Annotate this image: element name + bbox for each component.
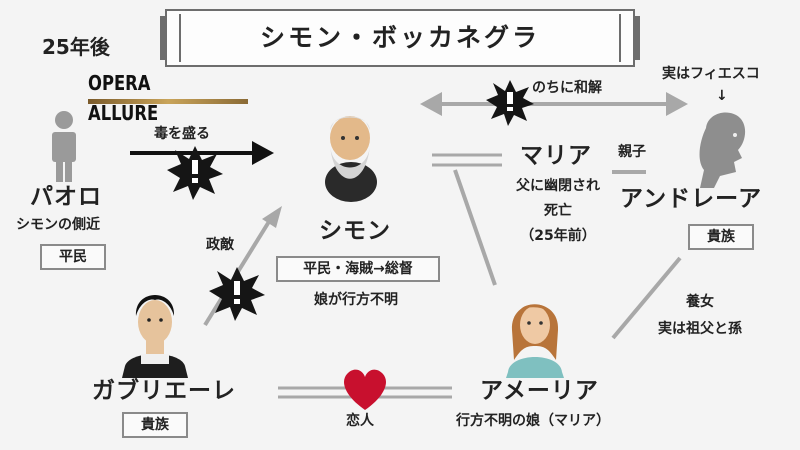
andrea-arrow: ↓ — [716, 88, 728, 104]
title-frame — [160, 9, 640, 67]
conflict-burst-icon — [209, 267, 265, 321]
simon-rank-badge: 平民・海賊→総督 — [276, 256, 440, 282]
lovers-label: 恋人 — [346, 413, 374, 429]
reconcile-arrow-head-right — [666, 92, 688, 116]
maria-amelia-line — [453, 169, 497, 286]
simon-name: シモン — [319, 218, 391, 244]
paolo-role: シモンの側近 — [16, 217, 100, 233]
maria-note-line1: 父に幽閉され — [516, 178, 600, 194]
gabriele-name: ガブリエーレ — [92, 378, 236, 404]
page-title: シモン・ボッカネグラ — [259, 23, 540, 52]
andrea-top-note: 実はフィエスコ — [662, 66, 760, 82]
paolo-rank-badge: 平民 — [40, 244, 106, 270]
adopted-label-line2: 実は祖父と孫 — [658, 321, 742, 337]
paolo-name: パオロ — [30, 184, 102, 210]
maria-note-line2: 死亡 — [544, 203, 572, 219]
amelia-name: アメーリア — [480, 378, 599, 404]
enemy-arrow-head — [262, 206, 282, 228]
amelia-note: 行方不明の娘（マリア） — [456, 413, 610, 429]
gabriele-portrait-icon — [122, 295, 188, 378]
paolo-silhouette-icon — [52, 111, 76, 182]
gabriele-rank-badge: 貴族 — [122, 412, 188, 438]
opera-allure-logo: OPERA ALLURE — [88, 71, 159, 125]
parent-child-label: 親子 — [618, 144, 646, 160]
simon-portrait-icon — [325, 116, 377, 202]
heart-icon — [344, 369, 386, 410]
reconcile-burst-icon — [486, 80, 534, 126]
poison-label: 毒を盛る — [154, 126, 210, 142]
enemy-label: 政敵 — [206, 237, 234, 253]
andrea-amelia-line — [611, 256, 682, 340]
simon-note: 娘が行方不明 — [314, 292, 398, 308]
conflict-burst-icon — [167, 146, 223, 200]
logo-underline — [88, 99, 248, 104]
reconcile-arrow-head-left — [420, 92, 442, 116]
amelia-portrait-icon — [506, 304, 564, 378]
reconcile-label: のちに和解 — [532, 80, 602, 96]
andrea-silhouette-icon — [699, 112, 746, 188]
adopted-label-line1: 養女 — [686, 294, 714, 310]
andrea-name: アンドレーア — [620, 186, 763, 212]
maria-name: マリア — [520, 143, 592, 169]
time-note: 25年後 — [42, 35, 110, 59]
poison-arrow-head — [252, 141, 274, 165]
maria-note-line3: （25年前） — [520, 228, 596, 244]
andrea-rank-badge: 貴族 — [688, 224, 754, 250]
